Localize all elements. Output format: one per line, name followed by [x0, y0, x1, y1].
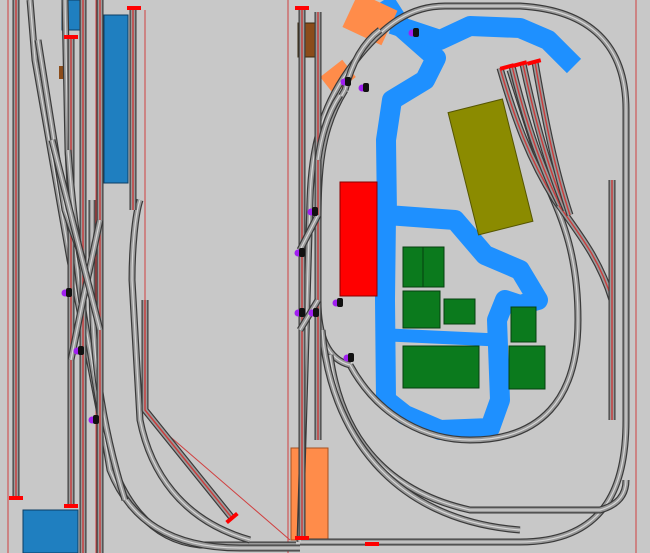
buffer-stop [9, 496, 23, 500]
green-building-2 [402, 290, 441, 329]
buffer-stop [365, 542, 379, 546]
green-building-5 [402, 345, 480, 389]
buffer-stop [64, 504, 78, 508]
north-inner-connection [314, 93, 343, 161]
green-building-3 [443, 298, 476, 325]
water-channel [375, 0, 582, 440]
east-fan-2 [508, 65, 564, 207]
small-brown-hut [59, 66, 65, 79]
buffer-stop [512, 60, 528, 68]
buildings [22, 0, 546, 553]
buffer-stop [225, 511, 239, 525]
main-loop-outer [296, 2, 630, 546]
buffer-stop [295, 6, 309, 10]
east-fan-3 [519, 63, 570, 212]
buffer-stop [499, 63, 515, 71]
orange-building-bottom [290, 447, 329, 541]
track-network [12, 0, 630, 553]
green-building-6 [508, 345, 546, 390]
west-diagonal-spur [141, 300, 235, 521]
lower-sweep-2 [318, 329, 521, 534]
buffer-stop [526, 58, 542, 66]
buffer-stop [64, 35, 78, 39]
west-crossover-3 [67, 219, 104, 361]
olive-building [447, 98, 534, 236]
blue-building-bottom-left [22, 509, 79, 553]
west-crossover-4 [48, 139, 104, 331]
buffer-stop [295, 536, 309, 540]
green-building-4 [510, 306, 537, 343]
buffer-stops [9, 6, 542, 546]
buffer-stop [127, 6, 141, 10]
red-building [339, 181, 378, 297]
east-fan-4 [531, 61, 574, 217]
middle-crossover-1 [296, 213, 322, 252]
inner-loop-east [346, 68, 582, 444]
middle-crossover-2 [296, 298, 322, 332]
blue-building-left-tall [103, 14, 129, 184]
west-branch-2 [128, 198, 251, 544]
